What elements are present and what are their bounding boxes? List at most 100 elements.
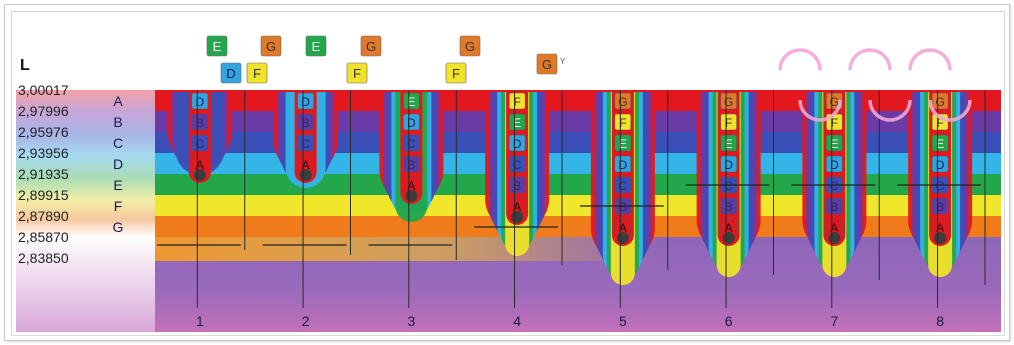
wave-arc	[908, 48, 952, 71]
stack-letter: B	[619, 200, 627, 214]
stack-letter: B	[407, 158, 415, 172]
band-f	[155, 195, 1001, 216]
stack-letter: A	[513, 200, 521, 214]
stack-letter: E	[407, 95, 415, 109]
stack-letter: G	[935, 95, 944, 109]
wave-arc	[778, 48, 822, 71]
floating-letter: G	[542, 57, 552, 72]
column-label-4: 4	[513, 313, 521, 329]
floating-letter: G	[266, 39, 276, 54]
stack-box-b	[720, 197, 737, 215]
wave-arc	[928, 99, 972, 122]
stack-letter: F	[936, 116, 943, 130]
column-label-6: 6	[725, 313, 733, 329]
level-value: 2,85870	[18, 229, 69, 245]
stack-box-g	[931, 92, 949, 110]
well-bead	[722, 232, 735, 244]
stack-box-c	[614, 176, 632, 194]
axis-label: L	[20, 57, 30, 74]
stack-box-b	[191, 113, 209, 131]
stack-letter: F	[513, 95, 520, 109]
well-bead	[511, 211, 524, 223]
stack-box-d	[614, 155, 632, 173]
stack-letter: D	[619, 158, 628, 172]
level-value: 2,91935	[18, 166, 69, 182]
stack-letter: A	[619, 221, 627, 235]
stack-box-e	[614, 134, 632, 152]
band-label-c: C	[113, 135, 123, 151]
stack-box-g	[614, 92, 632, 110]
well-bead	[299, 169, 312, 181]
level-value: 2,87890	[18, 208, 69, 224]
stack-letter: A	[936, 221, 944, 235]
band-b	[155, 111, 1001, 132]
stack-letter: E	[725, 137, 733, 151]
stack-box-b	[826, 197, 843, 215]
stack-letter: F	[725, 116, 732, 130]
band-label-f: F	[114, 198, 123, 214]
stack-box-d	[191, 92, 209, 110]
stack-letter: C	[724, 179, 733, 193]
band-label-a: A	[113, 93, 123, 109]
column-label-5: 5	[619, 313, 627, 329]
column-label-1: 1	[196, 313, 204, 329]
floating-letter: G	[366, 39, 376, 54]
stack-letter: B	[830, 200, 838, 214]
stack-letter: A	[196, 158, 204, 172]
stack-letter: C	[301, 137, 310, 151]
stack-box-b	[403, 155, 420, 173]
floating-box-g	[536, 53, 558, 75]
small-mark: Y	[560, 57, 566, 66]
floating-letter: E	[213, 39, 222, 54]
column-label-2: 2	[302, 313, 310, 329]
well-bead	[193, 169, 206, 181]
stack-letter: G	[618, 95, 627, 109]
stack-box-b	[508, 176, 526, 194]
floating-box-e	[305, 35, 327, 57]
stack-letter: D	[830, 158, 839, 172]
band-d	[155, 153, 1001, 174]
stack-box-e	[720, 134, 737, 152]
stack-box-f	[720, 113, 737, 131]
band-a	[155, 90, 1001, 111]
stack-box-e	[826, 134, 843, 152]
stack-letter: D	[196, 95, 205, 109]
stack-box-d	[931, 155, 949, 173]
stack-letter: D	[301, 95, 310, 109]
band-label-b: B	[113, 114, 122, 130]
stack-box-d	[720, 155, 737, 173]
stack-letter: B	[302, 116, 310, 130]
level-value: 2,95976	[18, 124, 69, 140]
level-value: 2,97996	[18, 103, 69, 119]
floating-box-e	[206, 35, 228, 57]
stack-letter: C	[407, 137, 416, 151]
stack-letter: D	[936, 158, 945, 172]
well-bead	[616, 232, 629, 244]
band-e	[155, 174, 1001, 195]
stack-letter: C	[936, 179, 945, 193]
wave-arc	[848, 48, 892, 71]
stack-box-f	[508, 92, 526, 110]
floating-letter: F	[353, 66, 361, 81]
stack-letter: B	[513, 179, 521, 193]
stack-letter: D	[407, 116, 416, 130]
band-label-e: E	[113, 177, 122, 193]
stack-box-g	[720, 92, 737, 110]
stack-letter: E	[513, 116, 521, 130]
stack-letter: A	[725, 221, 733, 235]
level-value: 3,00017	[18, 82, 69, 98]
level-value: 2,83850	[18, 250, 69, 266]
stack-letter: G	[830, 95, 839, 109]
wave-arc	[798, 99, 842, 122]
well-bead	[828, 232, 841, 244]
floating-box-g	[459, 35, 481, 57]
floating-letter: G	[465, 39, 475, 54]
column-label-3: 3	[407, 313, 415, 329]
stack-box-b	[297, 113, 314, 131]
stack-box-b	[931, 197, 949, 215]
stack-box-c	[403, 134, 420, 152]
label-strip-low	[16, 237, 155, 332]
stack-box-e	[508, 113, 526, 131]
floating-box-f	[246, 62, 268, 84]
level-value: 2,93956	[18, 145, 69, 161]
